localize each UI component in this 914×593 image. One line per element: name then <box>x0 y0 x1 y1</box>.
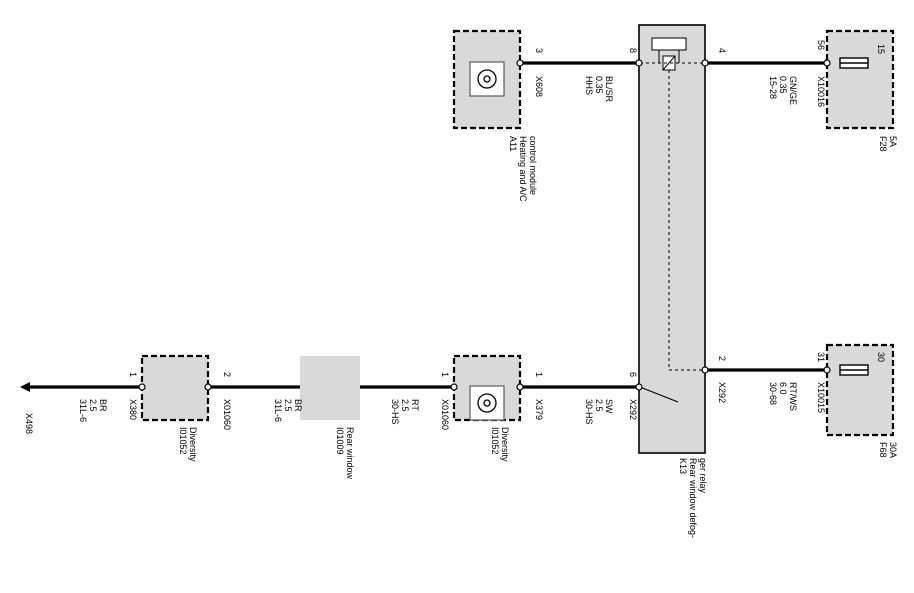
label-x10015: X10015 <box>816 382 826 413</box>
fuse-box-f68 <box>825 343 895 437</box>
label-a11: A11 Heating and A/C control module <box>508 136 538 204</box>
label-x608: X608 <box>534 76 544 97</box>
label-pin-6: 6 <box>628 372 638 377</box>
label-pin-31: 31 <box>816 352 826 362</box>
label-pin-2b: 2 <box>717 356 727 361</box>
label-x292-a: X292 <box>628 399 638 420</box>
label-x498: X498 <box>24 413 34 434</box>
label-rear-window: I01009 Rear window <box>335 427 355 480</box>
label-pin-1a: 1 <box>128 372 138 377</box>
relay-coil <box>651 37 687 51</box>
label-pin-4: 4 <box>717 48 727 53</box>
relay-internals <box>639 37 705 403</box>
wires <box>30 61 825 389</box>
ground-symbol <box>20 382 30 392</box>
label-x380: X380 <box>128 399 138 420</box>
wire-spec-7: 15-28 0.35 GN/GE <box>768 76 798 105</box>
wire-spec-6: HHS 0.35 BL/SR <box>584 76 614 103</box>
wire-spec-left: 31L-6 2.5 BR <box>78 399 108 425</box>
wire-spec-2: 31L-6 2.5 BR <box>273 399 303 425</box>
module-symbols <box>469 61 505 421</box>
label-pin-3: 3 <box>534 48 544 53</box>
diversity-module-icon <box>477 393 497 413</box>
label-pin-2a: 2 <box>222 372 232 377</box>
hvac-module-icon <box>477 69 497 89</box>
fuse-symbols <box>839 57 869 376</box>
label-x01060-b: X01060 <box>440 399 450 430</box>
label-pin-1c: 1 <box>534 372 544 377</box>
label-x292-b: X292 <box>717 382 727 403</box>
label-fuse-f68: F68 30A <box>878 442 898 460</box>
label-pin-8: 8 <box>628 48 638 53</box>
label-pin-30: 30 <box>876 352 886 362</box>
label-x10016: X10016 <box>816 76 826 107</box>
terminals <box>138 59 831 391</box>
wire-spec-4: 30-HS 2.5 SW <box>584 399 614 427</box>
label-diversity-1: I01052 Diversity <box>178 427 198 462</box>
diversity-module-1 <box>140 354 210 422</box>
relay-k13 <box>638 24 706 454</box>
relay-switch-contact <box>639 386 679 403</box>
rear-window-element <box>300 356 360 420</box>
label-x01060-a: X01060 <box>222 399 232 430</box>
label-pin-1b: 1 <box>440 372 450 377</box>
label-x379: X379 <box>534 399 544 420</box>
wire-spec-3: 30-HS 2.5 RT <box>390 399 420 427</box>
label-fuse-f28: F28 5A <box>878 136 898 154</box>
label-pin-56: 56 <box>816 40 826 50</box>
fuse-box-f28 <box>825 29 895 130</box>
wire-spec-5: 30-68 6.0 RT/WS <box>768 382 798 411</box>
label-relay-k13: K13 Rear window defog- ger relay <box>678 458 708 541</box>
label-pin-15: 15 <box>876 44 886 54</box>
label-diversity-2: I01052 Diversity <box>490 427 510 462</box>
labels: X498 31L-6 2.5 BR X380 1 I01052 Diversit… <box>24 40 898 541</box>
